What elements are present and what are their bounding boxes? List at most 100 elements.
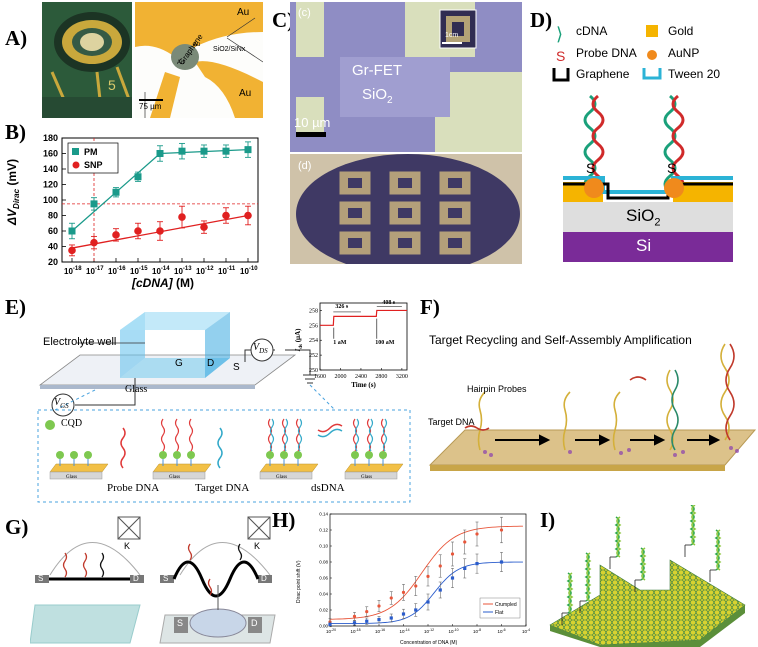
e-cqd [379,451,387,459]
free-probe-dna [120,427,126,469]
e-chip [49,463,109,473]
g-drain-left [130,575,144,583]
g-d-right: D [261,574,267,583]
e-target [269,418,275,452]
h-ytick-label: 0.14 [319,512,328,517]
scale-label: 75 µm [139,102,162,111]
h-xtick-label: 10-6 [498,628,506,634]
sio2-label: SiO2 [362,86,393,106]
h-ytick-label: 0.08 [319,560,328,565]
dsdna-label: dsDNA [311,482,345,494]
h-point-crumpled [389,596,393,600]
b-point-pm [134,173,142,181]
e-chip-glass [259,471,313,480]
free-dsdna [317,423,343,433]
e-chip-glass [49,471,103,480]
g-source-pad [174,617,188,633]
gold-right [673,182,733,202]
e-target [382,418,388,452]
b-legend-snp: SNP [84,160,103,170]
e-inset-xtick-label: 1600 [314,374,326,380]
panel-label-g: G) [5,515,29,539]
h-ylabel: Dirac point shift (V) [296,560,302,603]
e-probe [188,418,194,452]
h-ytick-label: 0.10 [319,544,328,549]
panel-f-title: Target Recycling and Self-Assembly Ampli… [429,333,692,347]
d-sio2-label: SiO2 [626,206,661,229]
b-point-snp [112,231,120,239]
b-ytick-label: 100 [43,195,58,205]
panel-c-wafer: (d) [290,154,522,264]
b-ytick-label: 160 [43,149,58,159]
b-point-pm [222,147,230,155]
h-point-flat [438,588,442,592]
g-s-pad-label: S [177,618,184,628]
g-drain-pad [248,617,262,633]
i-dna-strand [714,529,720,571]
h-xtick-label: 10-18 [351,628,361,634]
h-point-crumpled [352,614,357,618]
i-dna-strand [568,572,574,614]
panel-c-micrograph: (c) Gr-FET SiO2 10 µm 1cm [290,2,522,152]
h-point-crumpled [426,574,430,578]
panel-a-micrograph: Au Au Graphene SiO2/SiNx 75 µm Au Au [135,2,263,118]
device-photo: 5 [42,2,132,118]
g-source-right [160,575,174,583]
h-xtick-label: 10-20 [326,628,336,634]
b-point-snp [156,227,164,235]
target-recycling-schematic [428,343,757,471]
panel-label-a: A) [5,26,28,50]
assembled-strand-4 [725,343,735,441]
b-xtick-label: 10-10 [240,266,258,276]
wafer-photo [290,154,522,264]
h-xtick-label: 10-14 [400,628,410,634]
functionalization-steps-box [37,409,411,503]
b-ytick-label: 120 [43,180,58,190]
e-inset-xlabel: Time (s) [351,381,376,389]
gate-label: G [175,358,183,369]
e-chip-label: Glass [361,475,372,480]
probe-legend-label: Probe DNA [576,46,637,60]
h-point-flat [401,612,406,616]
e-inset-c1: 1 aM [333,340,347,346]
b-point-snp [134,227,142,235]
free-target-dna [217,427,223,469]
aunp-right [664,178,684,198]
h-point-crumpled [365,610,369,614]
h-xtick-label: 10-12 [424,628,434,634]
e-inset-current-trace [320,309,407,326]
panel-label-b: B) [5,120,26,144]
e-chip-glass [344,471,398,480]
h-point-crumpled [414,584,418,588]
graphene-legend-icon [552,68,570,82]
hairpin-probe-1 [477,391,486,451]
h-point-crumpled [499,528,504,532]
h-xlabel: Concentration of DNA (M) [400,640,458,646]
electrolyte-well [120,358,230,378]
b-point-pm [112,188,120,196]
drain-label: D [207,358,215,369]
b-point-snp [90,238,98,247]
e-inset-frame [319,302,408,371]
vgs-label: VGS [54,397,69,410]
s-label-right: S [667,160,677,176]
e-cqd [280,451,288,459]
b-point-pm [68,227,76,235]
i-dna-strand [641,547,647,581]
b-ytick-label: 60 [48,226,58,236]
e-inset-xtick-label: 2000 [334,374,346,380]
b-point-pm [200,147,208,155]
target-dna-strand [464,425,490,431]
probe-dna-label: Probe DNA [107,482,160,494]
b-ylabel: ΔVDirac (mV) [5,159,21,226]
e-probe [160,418,166,452]
hairpin-probe-2 [562,391,571,451]
panel-i [540,505,758,647]
assembled-strand-2 [671,369,679,451]
b-point-snp [178,213,186,221]
e-inset-t1: 326 s [335,304,349,310]
g-source-left [35,575,49,583]
b-point-snp [68,246,76,255]
i-dna-strand [691,505,697,546]
h-point-crumpled [463,540,467,544]
